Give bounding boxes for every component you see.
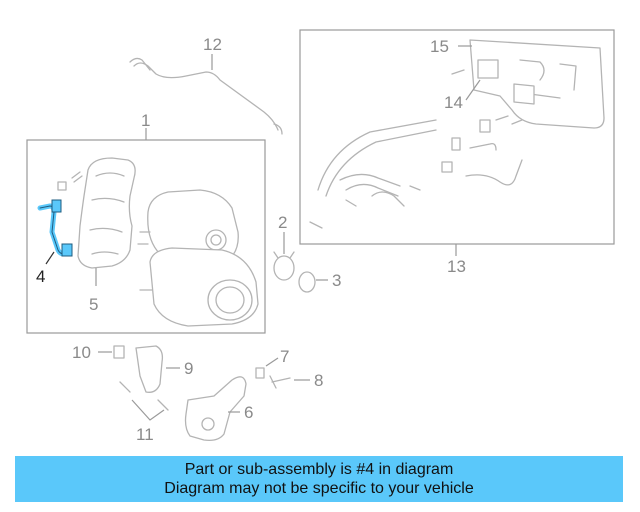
banner-line-2: Diagram may not be specific to your vehi…: [164, 480, 474, 497]
v-band-clamp-part[interactable]: [273, 255, 295, 281]
coolant-hose-mid[interactable]: [339, 173, 401, 197]
callout-9[interactable]: 9: [184, 359, 193, 378]
leader-14: [465, 79, 481, 101]
callout-8[interactable]: 8: [314, 371, 323, 390]
coolant-group-frame: [299, 29, 615, 245]
clamp-ends: [273, 251, 295, 259]
bolt-part-8[interactable]: [269, 375, 291, 389]
callout-5[interactable]: 5: [89, 295, 98, 314]
small-bolt-part: [71, 171, 83, 183]
oil-feed-line-part[interactable]: [133, 62, 279, 131]
coolant-hose-right[interactable]: [465, 159, 523, 186]
coolant-group: 15 14 13: [299, 29, 615, 276]
callout-13[interactable]: 13: [447, 257, 466, 276]
lower-bracket-group: 10 9 11 6 7 8: [72, 343, 323, 444]
callout-14[interactable]: 14: [444, 93, 463, 112]
coolant-hose-short[interactable]: [371, 191, 405, 207]
turbo-studs: [137, 231, 153, 291]
gasket-part[interactable]: [298, 271, 316, 293]
callout-1[interactable]: 1: [141, 111, 150, 130]
highlighted-bracket-part-4[interactable]: [37, 199, 73, 257]
banner-line-1: Part or sub-assembly is #4 in diagram: [184, 461, 454, 478]
hose-clamps: [441, 119, 491, 173]
coolant-bracket-plate[interactable]: [469, 39, 605, 129]
clamp-gasket-group: 2 3: [273, 213, 341, 293]
sensor-bolts: [451, 69, 523, 125]
oil-line-group: 12: [129, 35, 283, 135]
bracket-plate-details: [519, 59, 577, 99]
nut-part-7[interactable]: [255, 367, 265, 379]
catalytic-converter-body[interactable]: [149, 247, 259, 327]
bracket-part-6[interactable]: [184, 376, 247, 442]
converter-outlet-inner: [215, 286, 245, 314]
bolts-part-11[interactable]: [119, 381, 169, 411]
coolant-bolts: [309, 185, 421, 229]
bracket-4-lower-tab: [61, 243, 73, 257]
turbo-outlet-core: [210, 234, 222, 246]
leader-11: [131, 399, 165, 421]
info-banner: Part or sub-assembly is #4 in diagram Di…: [15, 456, 623, 502]
callout-15[interactable]: 15: [430, 37, 449, 56]
callout-2[interactable]: 2: [278, 213, 287, 232]
callout-3[interactable]: 3: [332, 271, 341, 290]
small-nut-part: [57, 181, 67, 191]
callout-6[interactable]: 6: [244, 403, 253, 422]
coolant-hose-long[interactable]: [317, 119, 437, 197]
heat-shield-part[interactable]: [77, 157, 136, 269]
heat-shield-ribs: [89, 172, 125, 255]
converter-outlet: [207, 279, 253, 321]
sensor-parts-14[interactable]: [477, 59, 535, 105]
leader-7: [265, 357, 279, 367]
bracket-6-hole: [201, 417, 215, 431]
callout-7[interactable]: 7: [280, 347, 289, 366]
nut-part-10[interactable]: [113, 345, 125, 359]
oil-line-fittings: [129, 57, 283, 135]
leader-4: [45, 251, 55, 265]
bracket-part-9[interactable]: [135, 345, 164, 393]
callout-10[interactable]: 10: [72, 343, 91, 362]
callout-12[interactable]: 12: [203, 35, 222, 54]
coolant-elbow-part[interactable]: [469, 142, 497, 151]
callout-11[interactable]: 11: [136, 425, 154, 444]
callout-4[interactable]: 4: [36, 267, 45, 286]
bracket-4-upper-tab: [51, 199, 62, 213]
exploded-parts-diagram: 1 5 4: [26, 29, 615, 444]
turbo-assembly-group: 1 5 4: [26, 111, 266, 334]
